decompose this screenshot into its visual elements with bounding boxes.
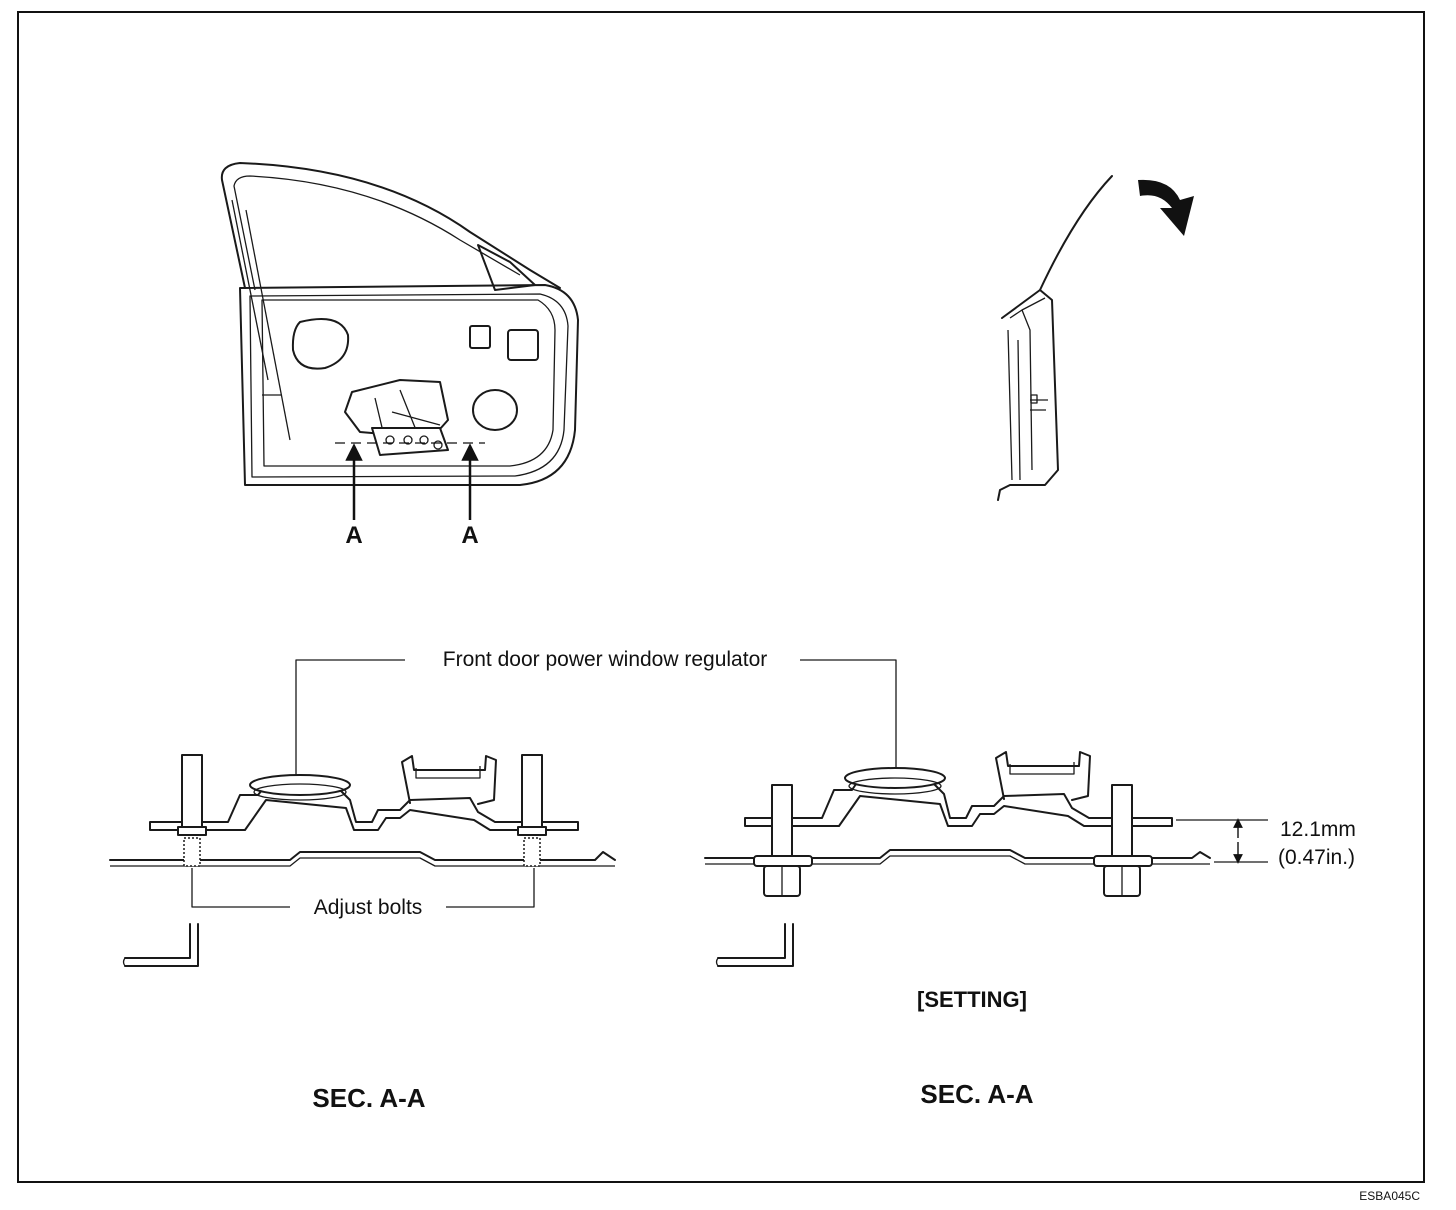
regulator-leader-left	[295, 659, 405, 775]
adjust-bolts-label: Adjust bolts	[314, 896, 423, 919]
section-title-right: SEC. A-A	[920, 1079, 1033, 1109]
regulator-label: Front door power window regulator	[443, 648, 768, 671]
door-side-view	[997, 175, 1194, 501]
figure-code: ESBA045C	[1359, 1189, 1420, 1203]
dimension-in-label: (0.47in.)	[1278, 846, 1355, 869]
section-left	[109, 754, 616, 967]
setting-label: [SETTING]	[917, 987, 1027, 1012]
dimension-mm-label: 12.1mm	[1280, 818, 1356, 841]
front-door-drawing	[220, 162, 579, 520]
section-title-left: SEC. A-A	[312, 1083, 425, 1113]
section-right	[704, 751, 1268, 967]
rotate-arrow-icon	[1138, 179, 1194, 236]
regulator-leader-right	[800, 659, 897, 775]
section-marker-left: A	[345, 522, 362, 549]
figure-border	[17, 11, 1425, 1183]
section-marker-right: A	[461, 522, 478, 549]
